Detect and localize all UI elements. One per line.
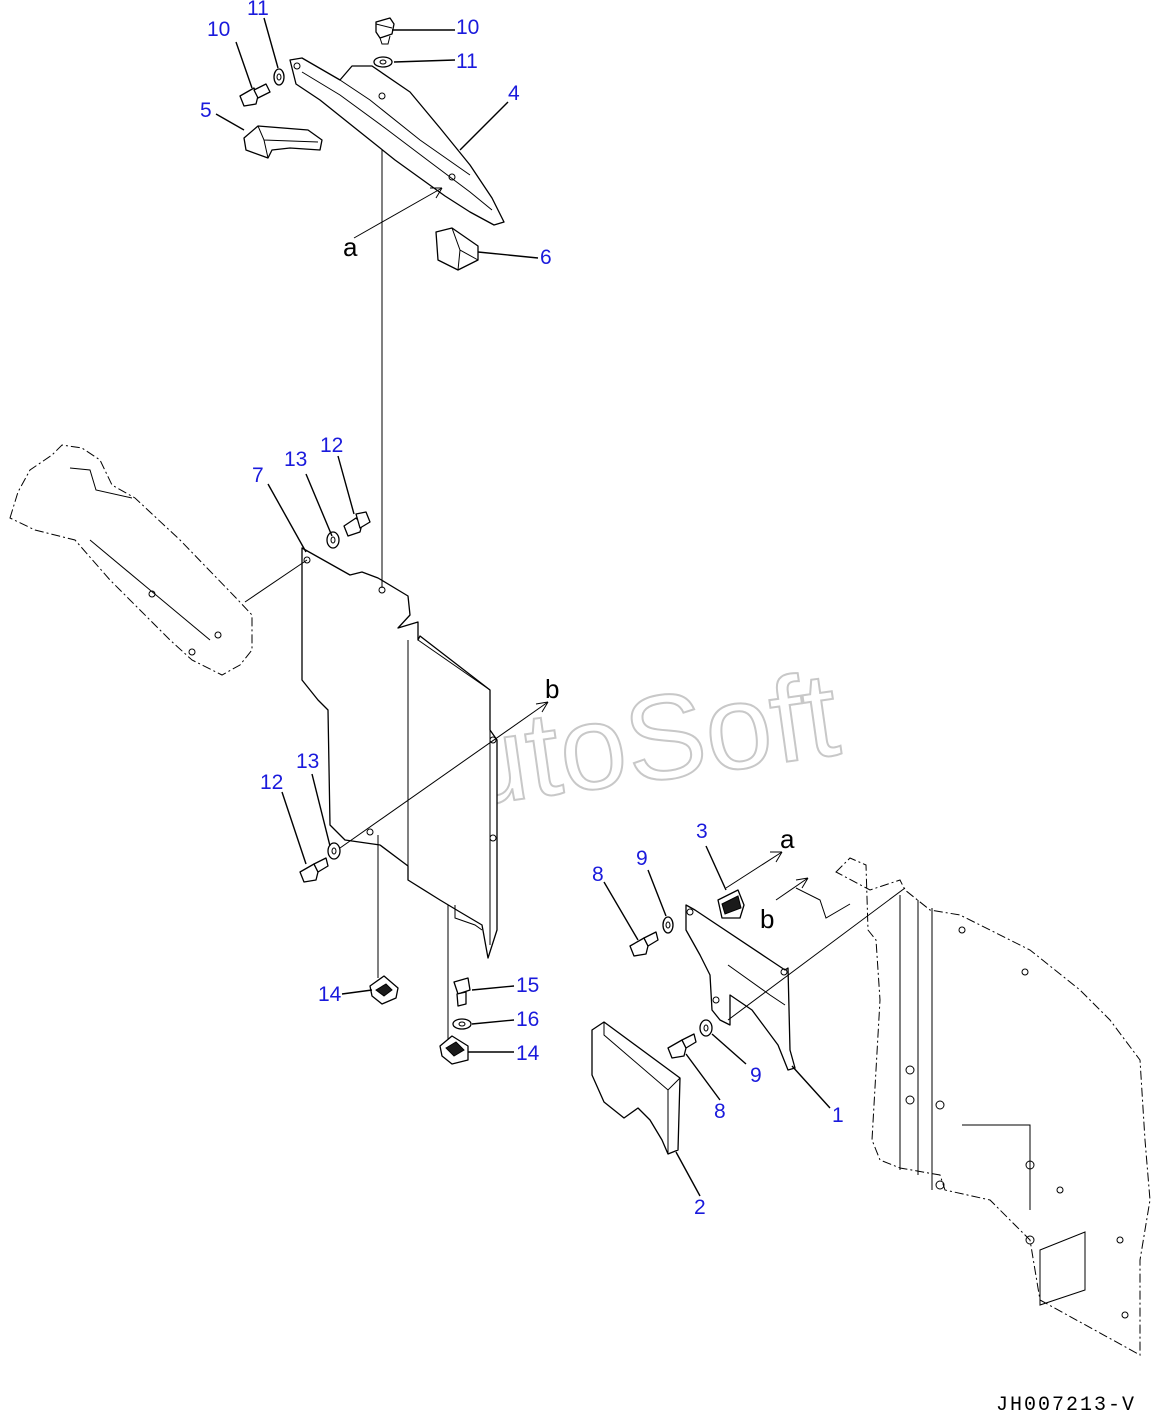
callout-4: 4 xyxy=(508,82,520,105)
assembly-lines xyxy=(244,150,906,1040)
washer-9-lower xyxy=(699,1019,713,1037)
callout-15: 15 xyxy=(516,974,539,997)
ref-b-right: b xyxy=(760,904,774,934)
washer-13-lower xyxy=(327,842,341,860)
clip-14-left xyxy=(369,975,399,1005)
cover-plate-part-7 xyxy=(301,547,498,959)
ref-b-mid: b xyxy=(545,674,559,704)
washer-9-upper xyxy=(662,916,674,934)
left-frame-ghost xyxy=(9,444,253,676)
clip-14-right xyxy=(439,1035,469,1065)
washer-11-left xyxy=(273,68,285,86)
callout-7: 7 xyxy=(252,464,264,487)
bolt-10-top xyxy=(375,17,395,45)
bolt-12-upper xyxy=(343,511,371,537)
bracket-part-4 xyxy=(289,57,505,226)
cover-plate-part-1 xyxy=(685,904,796,1071)
washer-13-upper xyxy=(326,531,340,549)
callout-10: 10 xyxy=(456,16,479,39)
callout-12: 12 xyxy=(260,771,283,794)
bolt-10-left xyxy=(239,83,271,107)
callout-9: 9 xyxy=(750,1064,762,1087)
callout-5: 5 xyxy=(200,99,212,122)
callout-8: 8 xyxy=(592,863,604,886)
washer-11-top xyxy=(373,56,393,68)
callout-6: 6 xyxy=(540,246,552,269)
callout-14: 14 xyxy=(318,983,342,1006)
bolt-12-lower xyxy=(299,857,329,883)
callout-2: 2 xyxy=(694,1196,706,1219)
pad-part-3 xyxy=(717,889,745,919)
bolt-8-upper xyxy=(629,931,659,957)
callout-3: 3 xyxy=(696,820,708,843)
leader-lines xyxy=(215,17,831,1197)
callout-9: 9 xyxy=(636,847,648,870)
callout-12: 12 xyxy=(320,434,343,457)
reference-letters: a b a b xyxy=(343,232,795,934)
right-frame-ghost xyxy=(835,857,1151,1356)
rubber-block-part-5 xyxy=(243,125,323,159)
callout-11: 11 xyxy=(247,0,269,20)
callout-13: 13 xyxy=(284,448,307,471)
drawing-number: JH007213-V xyxy=(996,1394,1136,1417)
ref-a-right: a xyxy=(780,824,795,854)
ref-a-top: a xyxy=(343,232,358,262)
callout-8: 8 xyxy=(714,1100,726,1123)
callout-16: 16 xyxy=(516,1008,539,1031)
callout-11: 11 xyxy=(456,50,478,73)
callout-10: 10 xyxy=(207,18,230,41)
pad-part-2 xyxy=(591,1021,681,1155)
washer-16 xyxy=(452,1018,472,1030)
bolt-8-lower xyxy=(667,1033,697,1059)
callouts: 10 11 10 11 4 5 6 7 13 12 13 12 14 15 16… xyxy=(200,0,844,1219)
callout-14: 14 xyxy=(516,1042,540,1065)
callout-1: 1 xyxy=(832,1104,844,1127)
wedge-block-part-6 xyxy=(435,227,479,271)
callout-13: 13 xyxy=(296,750,319,773)
bolt-15 xyxy=(453,977,471,1007)
